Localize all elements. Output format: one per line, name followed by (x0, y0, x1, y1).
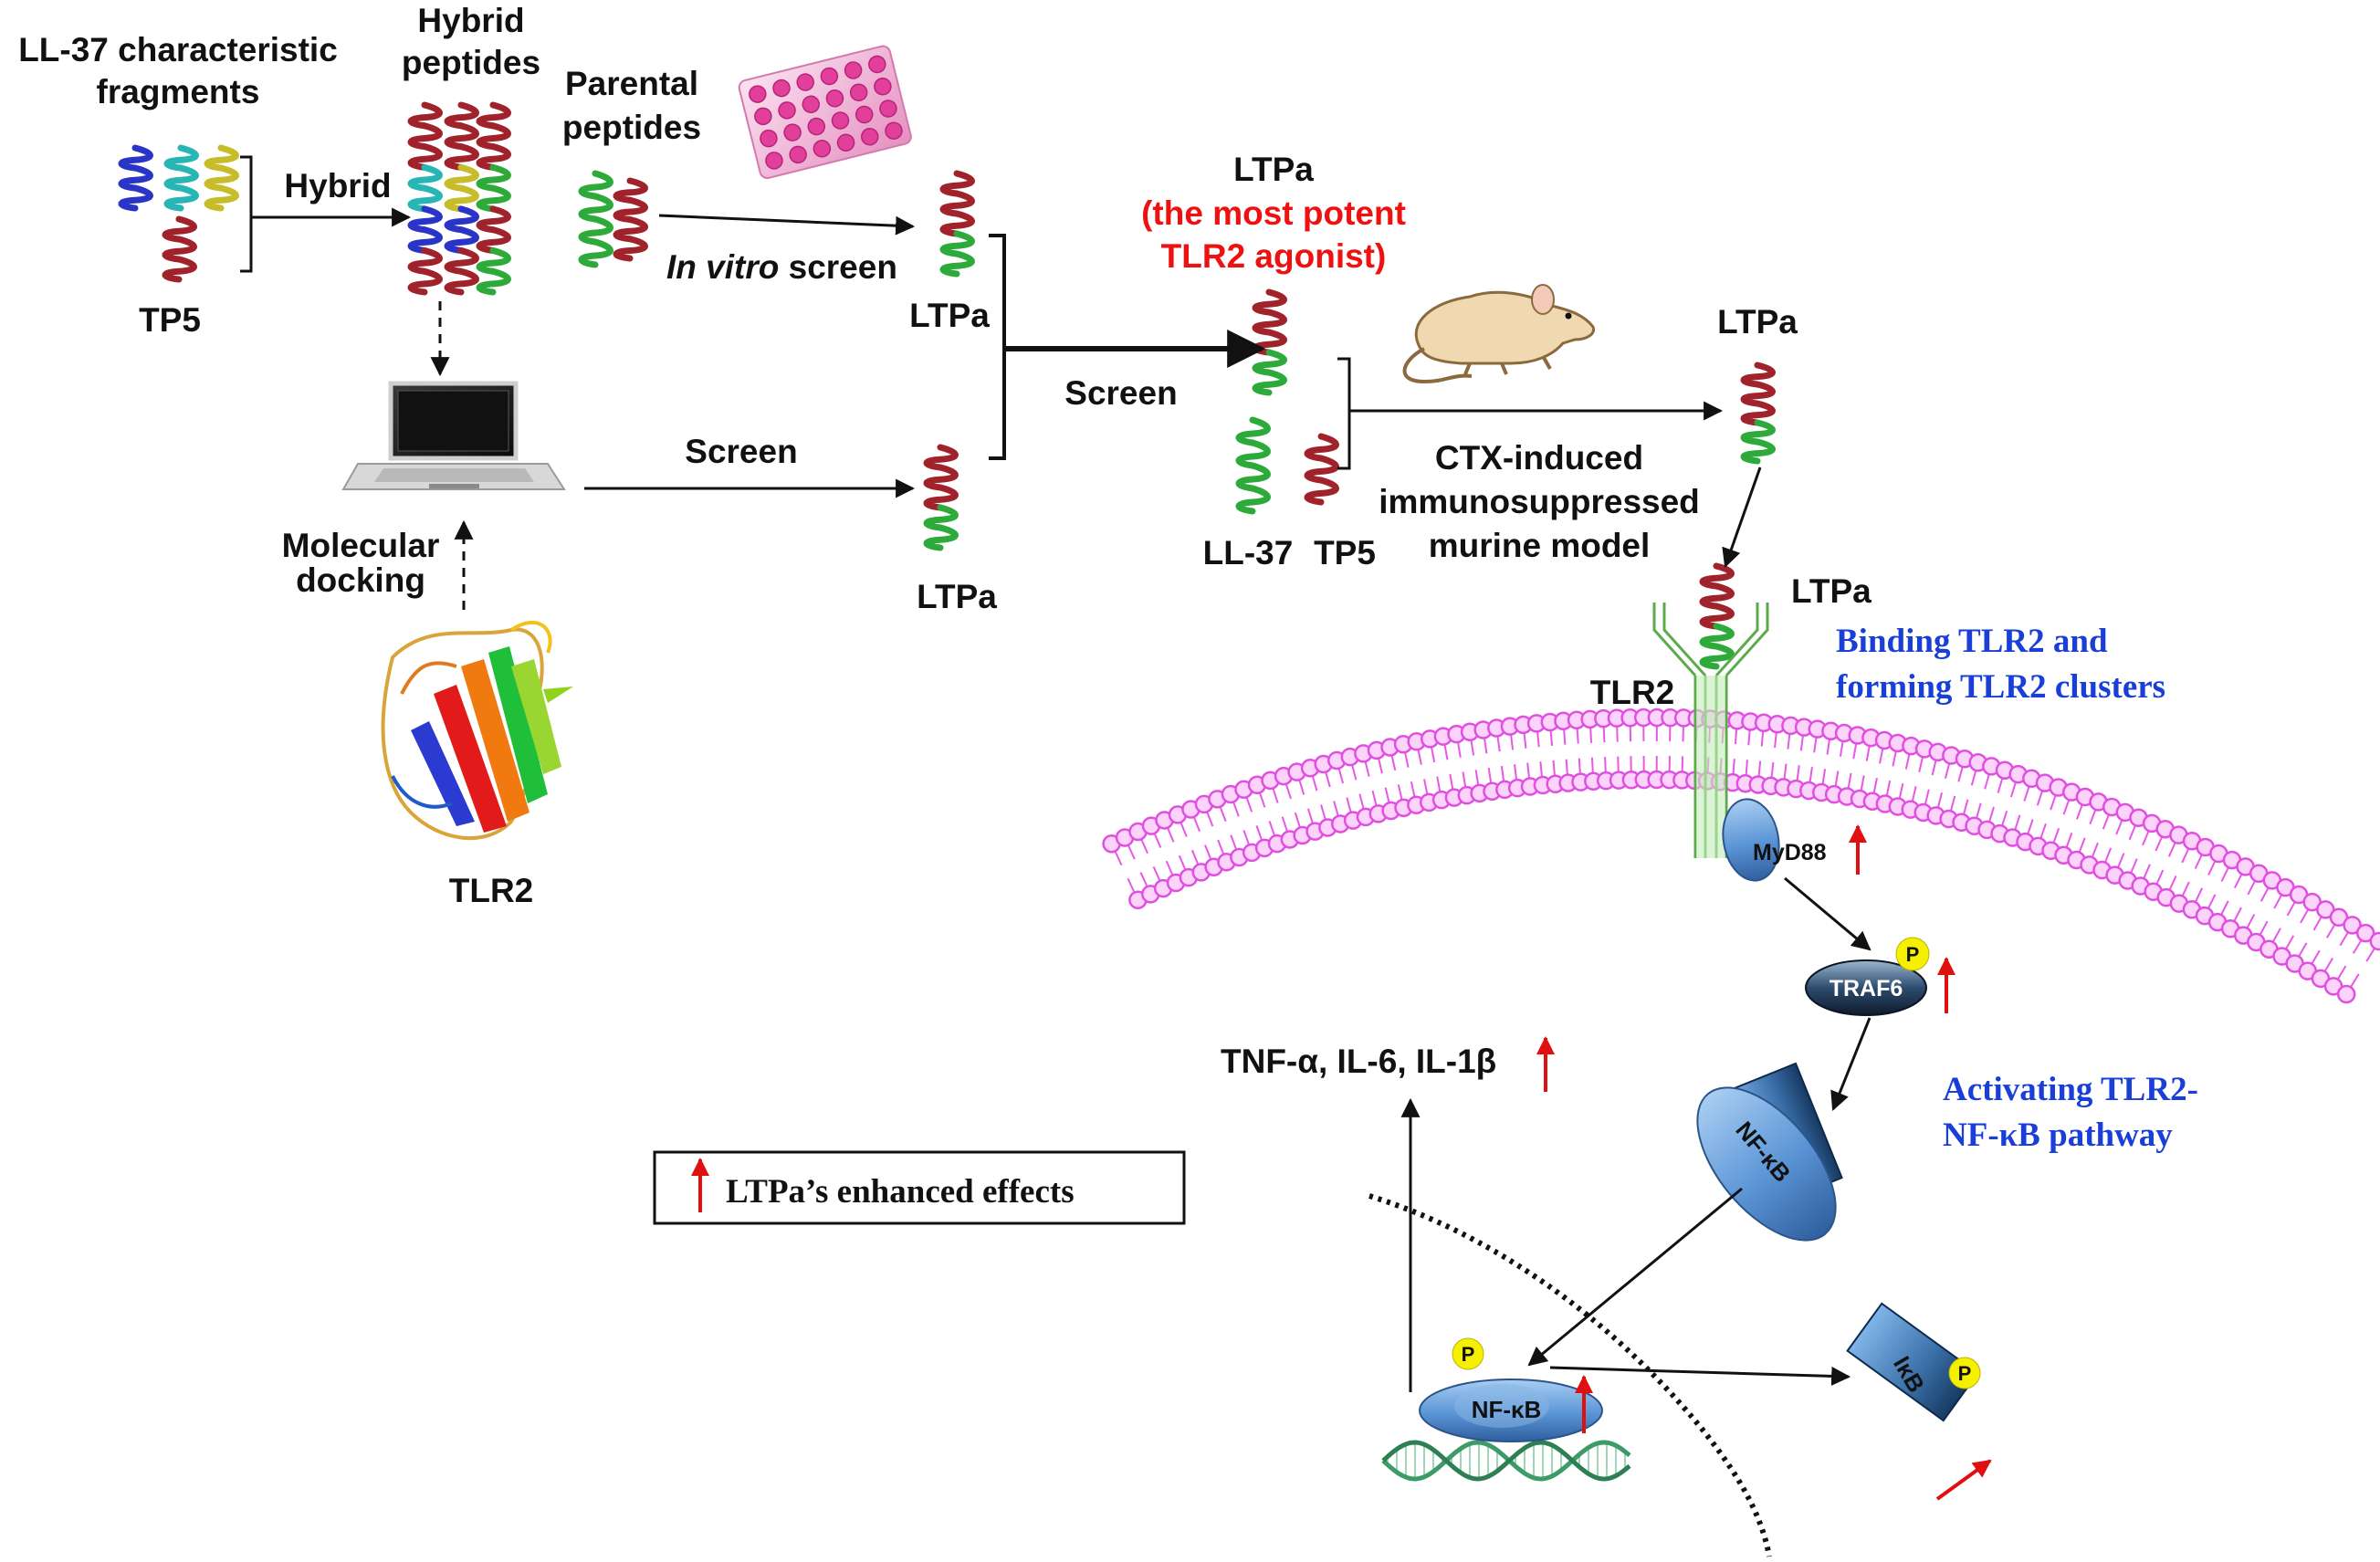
parental-peptides-line2: peptides (562, 109, 701, 146)
parental-peptides-label: Parental peptides (562, 65, 701, 146)
ctx-model-line1: CTX-induced (1435, 439, 1643, 477)
peptide-helix-icons (118, 101, 1776, 670)
in-vitro-arrow (658, 214, 916, 236)
hybrid-bracket (240, 155, 412, 273)
traf6-phospho (1895, 937, 1930, 971)
ll37-fragments-label: LL-37 characteristic fragments (18, 31, 338, 110)
nfkb-phospho (1452, 1337, 1484, 1370)
tlr2-protein-label: TLR2 (449, 872, 534, 909)
screen-bracket (989, 234, 1006, 460)
peptide-helix-icon (444, 101, 479, 296)
in-vitro-screen-label: In vitro screen (666, 248, 897, 286)
center-bracket (1337, 357, 1351, 470)
hybrid-peptides-label: Hybrid peptides (402, 2, 540, 81)
ll37-fragments-line2: fragments (97, 73, 260, 110)
ikb-degradation-arrow-icon (1935, 1459, 1992, 1501)
activating-note: Activating TLR2- NF-κB pathway (1943, 1071, 2198, 1154)
screen-mid-label: Screen (1064, 374, 1177, 412)
traf6-to-complex-arrow (1830, 1017, 1871, 1111)
in-vitro-italic: In vitro (666, 248, 779, 286)
nfkb-nuclear-highlight (1454, 1384, 1549, 1428)
nfkb-phospho-label: P (1462, 1343, 1475, 1366)
ctx-model-line3: murine model (1429, 527, 1651, 564)
peptide-helix-icon (578, 170, 613, 268)
ikb-phospho (1948, 1357, 1981, 1389)
traf6-label: TRAF6 (1830, 976, 1903, 1001)
cytokines-label: TNF-α, IL-6, IL-1β (1221, 1043, 1496, 1080)
activating-note-line1: Activating TLR2- (1943, 1071, 2198, 1108)
traf6-protein (1805, 959, 1927, 1016)
binding-note-line1: Binding TLR2 and (1836, 623, 2108, 660)
nfkb-in-complex (1696, 1086, 1837, 1242)
traf6-phospho-label: P (1906, 943, 1920, 966)
hybrid-peptides-line1: Hybrid (417, 2, 524, 39)
tp5-center-label: TP5 (1314, 534, 1376, 571)
dna-helix-icon (1381, 1440, 1631, 1482)
most-potent-label: (the most potent TLR2 agonist) (1141, 194, 1406, 275)
hybrid-arrow-label: Hybrid (284, 167, 391, 204)
protein-structure-icon (381, 620, 573, 841)
peptide-helix-icon (1235, 416, 1271, 515)
ltpa-right-label: LTPa (1717, 303, 1798, 341)
most-potent-line1: (the most potent (1141, 194, 1406, 232)
molecular-docking-line2: docking (296, 561, 425, 599)
arrow-to-receptor (1722, 467, 1762, 568)
complex-to-nucleus-arrow (1527, 1187, 1743, 1367)
myd88-to-traf6-arrow (1784, 876, 1871, 951)
peptide-helix-icon (1740, 362, 1776, 465)
release-ikb-arrow (1549, 1366, 1851, 1386)
peptide-helix-icon (1252, 288, 1287, 396)
peptide-helix-icon (118, 144, 153, 212)
nfkb-nuclear-label: NF-κB (1472, 1396, 1542, 1423)
peptide-helix-icon (407, 101, 443, 296)
molecular-docking-label: Molecular docking (282, 527, 440, 599)
ltpa-bottom-label: LTPa (917, 578, 997, 615)
peptide-helix-icon (1304, 433, 1339, 506)
legend-label: LTPa’s enhanced effects (726, 1173, 1075, 1211)
ikb-free (1846, 1302, 1979, 1422)
peptide-helix-icon (1699, 562, 1735, 670)
hybrid-peptides-line2: peptides (402, 44, 540, 81)
tp5-left-label: TP5 (139, 301, 201, 339)
binding-note-line2: forming TLR2 clusters (1836, 668, 2165, 706)
molecular-docking-line1: Molecular (282, 527, 440, 564)
myd88-label: MyD88 (1753, 840, 1827, 865)
legend-box: LTPa’s enhanced effects (653, 1150, 1186, 1225)
tlr2-receptor-label: TLR2 (1590, 674, 1675, 711)
well-plate-icon (738, 45, 912, 180)
ctx-model-line2: immunosuppressed (1379, 483, 1700, 520)
parental-peptides-line1: Parental (565, 65, 698, 102)
nuclear-envelope (1368, 1193, 1772, 1557)
peptide-helix-icon (204, 144, 239, 212)
peptide-helix-icon (163, 144, 199, 212)
mouse-icon (1402, 284, 1596, 384)
ll37-fragments-line1: LL-37 characteristic (18, 31, 338, 68)
ctx-model-label: CTX-induced immunosuppressed murine mode… (1379, 439, 1700, 564)
ikb-nfkb-complex: IκB NF-κB (1696, 1062, 1843, 1242)
laptop-icon (341, 381, 566, 490)
peptide-helix-icon (939, 170, 975, 278)
peptide-helix-icon (613, 177, 648, 262)
peptide-helix-icon (476, 101, 511, 296)
most-potent-line2: TLR2 agonist) (1161, 237, 1387, 275)
ikb-phospho-label: P (1958, 1362, 1972, 1385)
cell-membrane (1102, 708, 2380, 1004)
ll37-label: LL-37 (1203, 534, 1294, 571)
binding-note: Binding TLR2 and forming TLR2 clusters (1836, 623, 2165, 706)
peptide-helix-icon (923, 444, 959, 551)
ltpa-top-label: LTPa (909, 297, 990, 334)
screen-lower-label: Screen (685, 433, 797, 470)
in-vitro-rest: screen (779, 248, 897, 286)
ltpa-center-label: LTPa (1233, 151, 1314, 188)
ltpa-receptor-label: LTPa (1791, 572, 1871, 610)
activating-note-line2: NF-κB pathway (1943, 1116, 2173, 1154)
peptide-helix-icon (162, 215, 197, 283)
myd88-protein (1722, 798, 1780, 882)
tlr2-receptor (1652, 603, 1769, 858)
